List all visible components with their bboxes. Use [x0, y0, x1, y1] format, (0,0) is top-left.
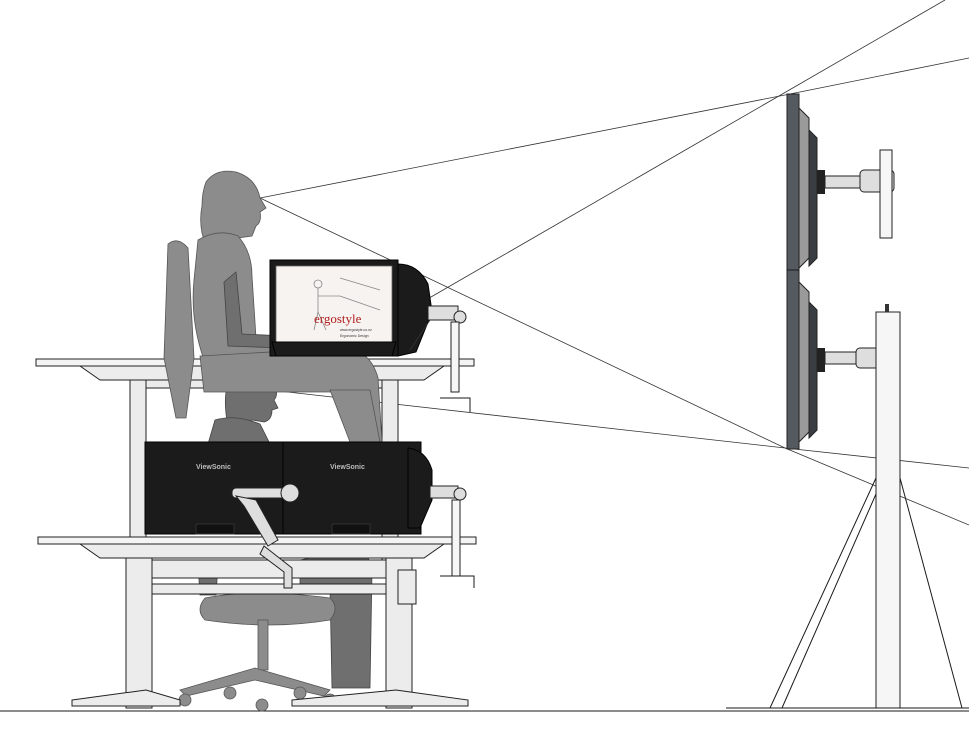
upper-monitor: ergostyle www.ergostyle.co.nz Ergonomic … — [269, 259, 471, 412]
screen-figure — [313, 277, 381, 331]
seated-person-upper — [163, 170, 383, 443]
desk-control-box — [397, 569, 417, 605]
monitor-screen — [275, 265, 393, 349]
wall-monitors — [726, 93, 969, 709]
screen-logo: ergostyle — [314, 311, 362, 326]
screen-logo-sub-1: www.ergostyle.co.nz — [340, 328, 372, 332]
screen-logo-sub-2: Ergonomic Design — [340, 334, 369, 338]
brand-left: ViewSonic — [196, 464, 231, 471]
brand-right: ViewSonic — [330, 464, 365, 471]
lower-monitors: ViewSonic ViewSonic — [144, 441, 475, 589]
floor-stand-pole — [875, 311, 901, 709]
